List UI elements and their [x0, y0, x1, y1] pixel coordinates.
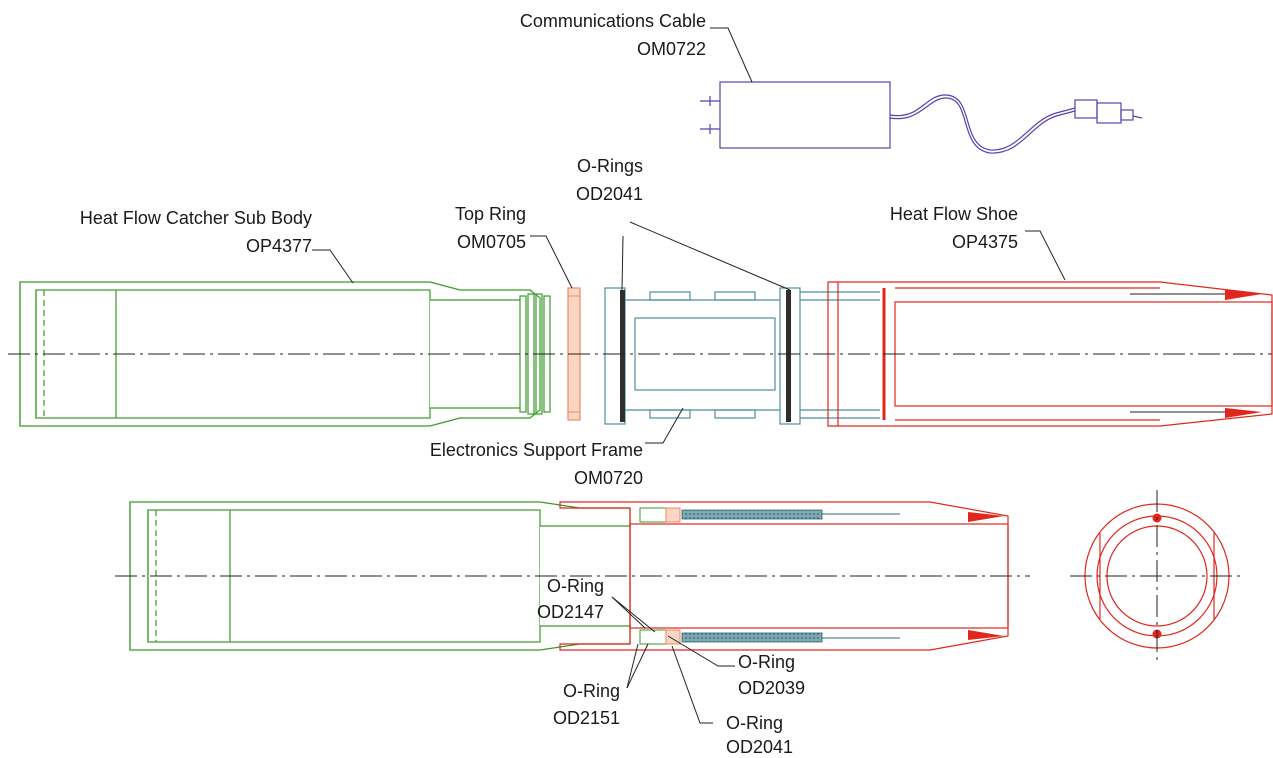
leader-oring-2151-a — [626, 643, 639, 689]
leader-catcher-sub — [312, 249, 354, 284]
svg-text:OD2147: OD2147 — [537, 602, 604, 622]
leader-oring-2041 — [671, 645, 713, 724]
electronics-support-frame — [604, 287, 880, 425]
leader-frame — [645, 407, 684, 444]
end-view — [1070, 490, 1245, 662]
communications-cable — [700, 81, 1143, 154]
label-communications-cable: Communications Cable OM0722 — [520, 11, 706, 59]
leader-oring-2147-b — [611, 596, 656, 633]
leader-oring-2147-a — [611, 596, 646, 629]
label-top-ring: Top Ring OM0705 — [455, 204, 526, 252]
label-o-ring-od2147: O-Ring OD2147 — [537, 576, 604, 622]
svg-text:OP4375: OP4375 — [952, 232, 1018, 252]
svg-text:Top Ring: Top Ring — [455, 204, 526, 224]
svg-text:OM0722: OM0722 — [637, 39, 706, 59]
svg-text:O-Ring: O-Ring — [563, 681, 620, 701]
svg-text:OD2039: OD2039 — [738, 678, 805, 698]
leader-orings-right — [629, 221, 791, 291]
svg-text:Communications Cable: Communications Cable — [520, 11, 706, 31]
leader-shoe — [1025, 230, 1066, 281]
leader-orings-left — [621, 235, 624, 291]
svg-text:OD2041: OD2041 — [726, 737, 793, 757]
svg-text:O-Ring: O-Ring — [726, 713, 783, 733]
o-ring-left — [620, 290, 625, 422]
leader-top-ring — [530, 235, 573, 289]
svg-text:O-Ring: O-Ring — [738, 652, 795, 672]
label-catcher-sub-body: Heat Flow Catcher Sub Body OP4377 — [80, 208, 312, 256]
svg-text:OM0705: OM0705 — [457, 232, 526, 252]
label-heat-flow-shoe: Heat Flow Shoe OP4375 — [890, 204, 1018, 252]
label-o-ring-od2039: O-Ring OD2039 — [738, 652, 805, 698]
svg-text:OP4377: OP4377 — [246, 236, 312, 256]
svg-text:O-Rings: O-Rings — [577, 156, 643, 176]
leader-oring-2039 — [667, 635, 735, 667]
label-o-ring-od2151: O-Ring OD2151 — [553, 681, 620, 728]
leader-comm-cable — [710, 27, 753, 83]
svg-text:OM0720: OM0720 — [574, 468, 643, 488]
svg-text:O-Ring: O-Ring — [547, 576, 604, 596]
svg-text:OD2041: OD2041 — [576, 184, 643, 204]
leader-oring-2151-b — [626, 643, 649, 689]
label-o-ring-od2041: O-Ring OD2041 — [726, 713, 793, 757]
svg-text:Electronics Support Frame: Electronics Support Frame — [430, 440, 643, 460]
svg-text:Heat Flow Catcher Sub Body: Heat Flow Catcher Sub Body — [80, 208, 312, 228]
svg-text:Heat Flow Shoe: Heat Flow Shoe — [890, 204, 1018, 224]
label-o-rings-top: O-Rings OD2041 — [576, 156, 643, 204]
o-ring-right — [786, 290, 791, 422]
svg-text:OD2151: OD2151 — [553, 708, 620, 728]
label-electronics-support-frame: Electronics Support Frame OM0720 — [430, 440, 643, 488]
